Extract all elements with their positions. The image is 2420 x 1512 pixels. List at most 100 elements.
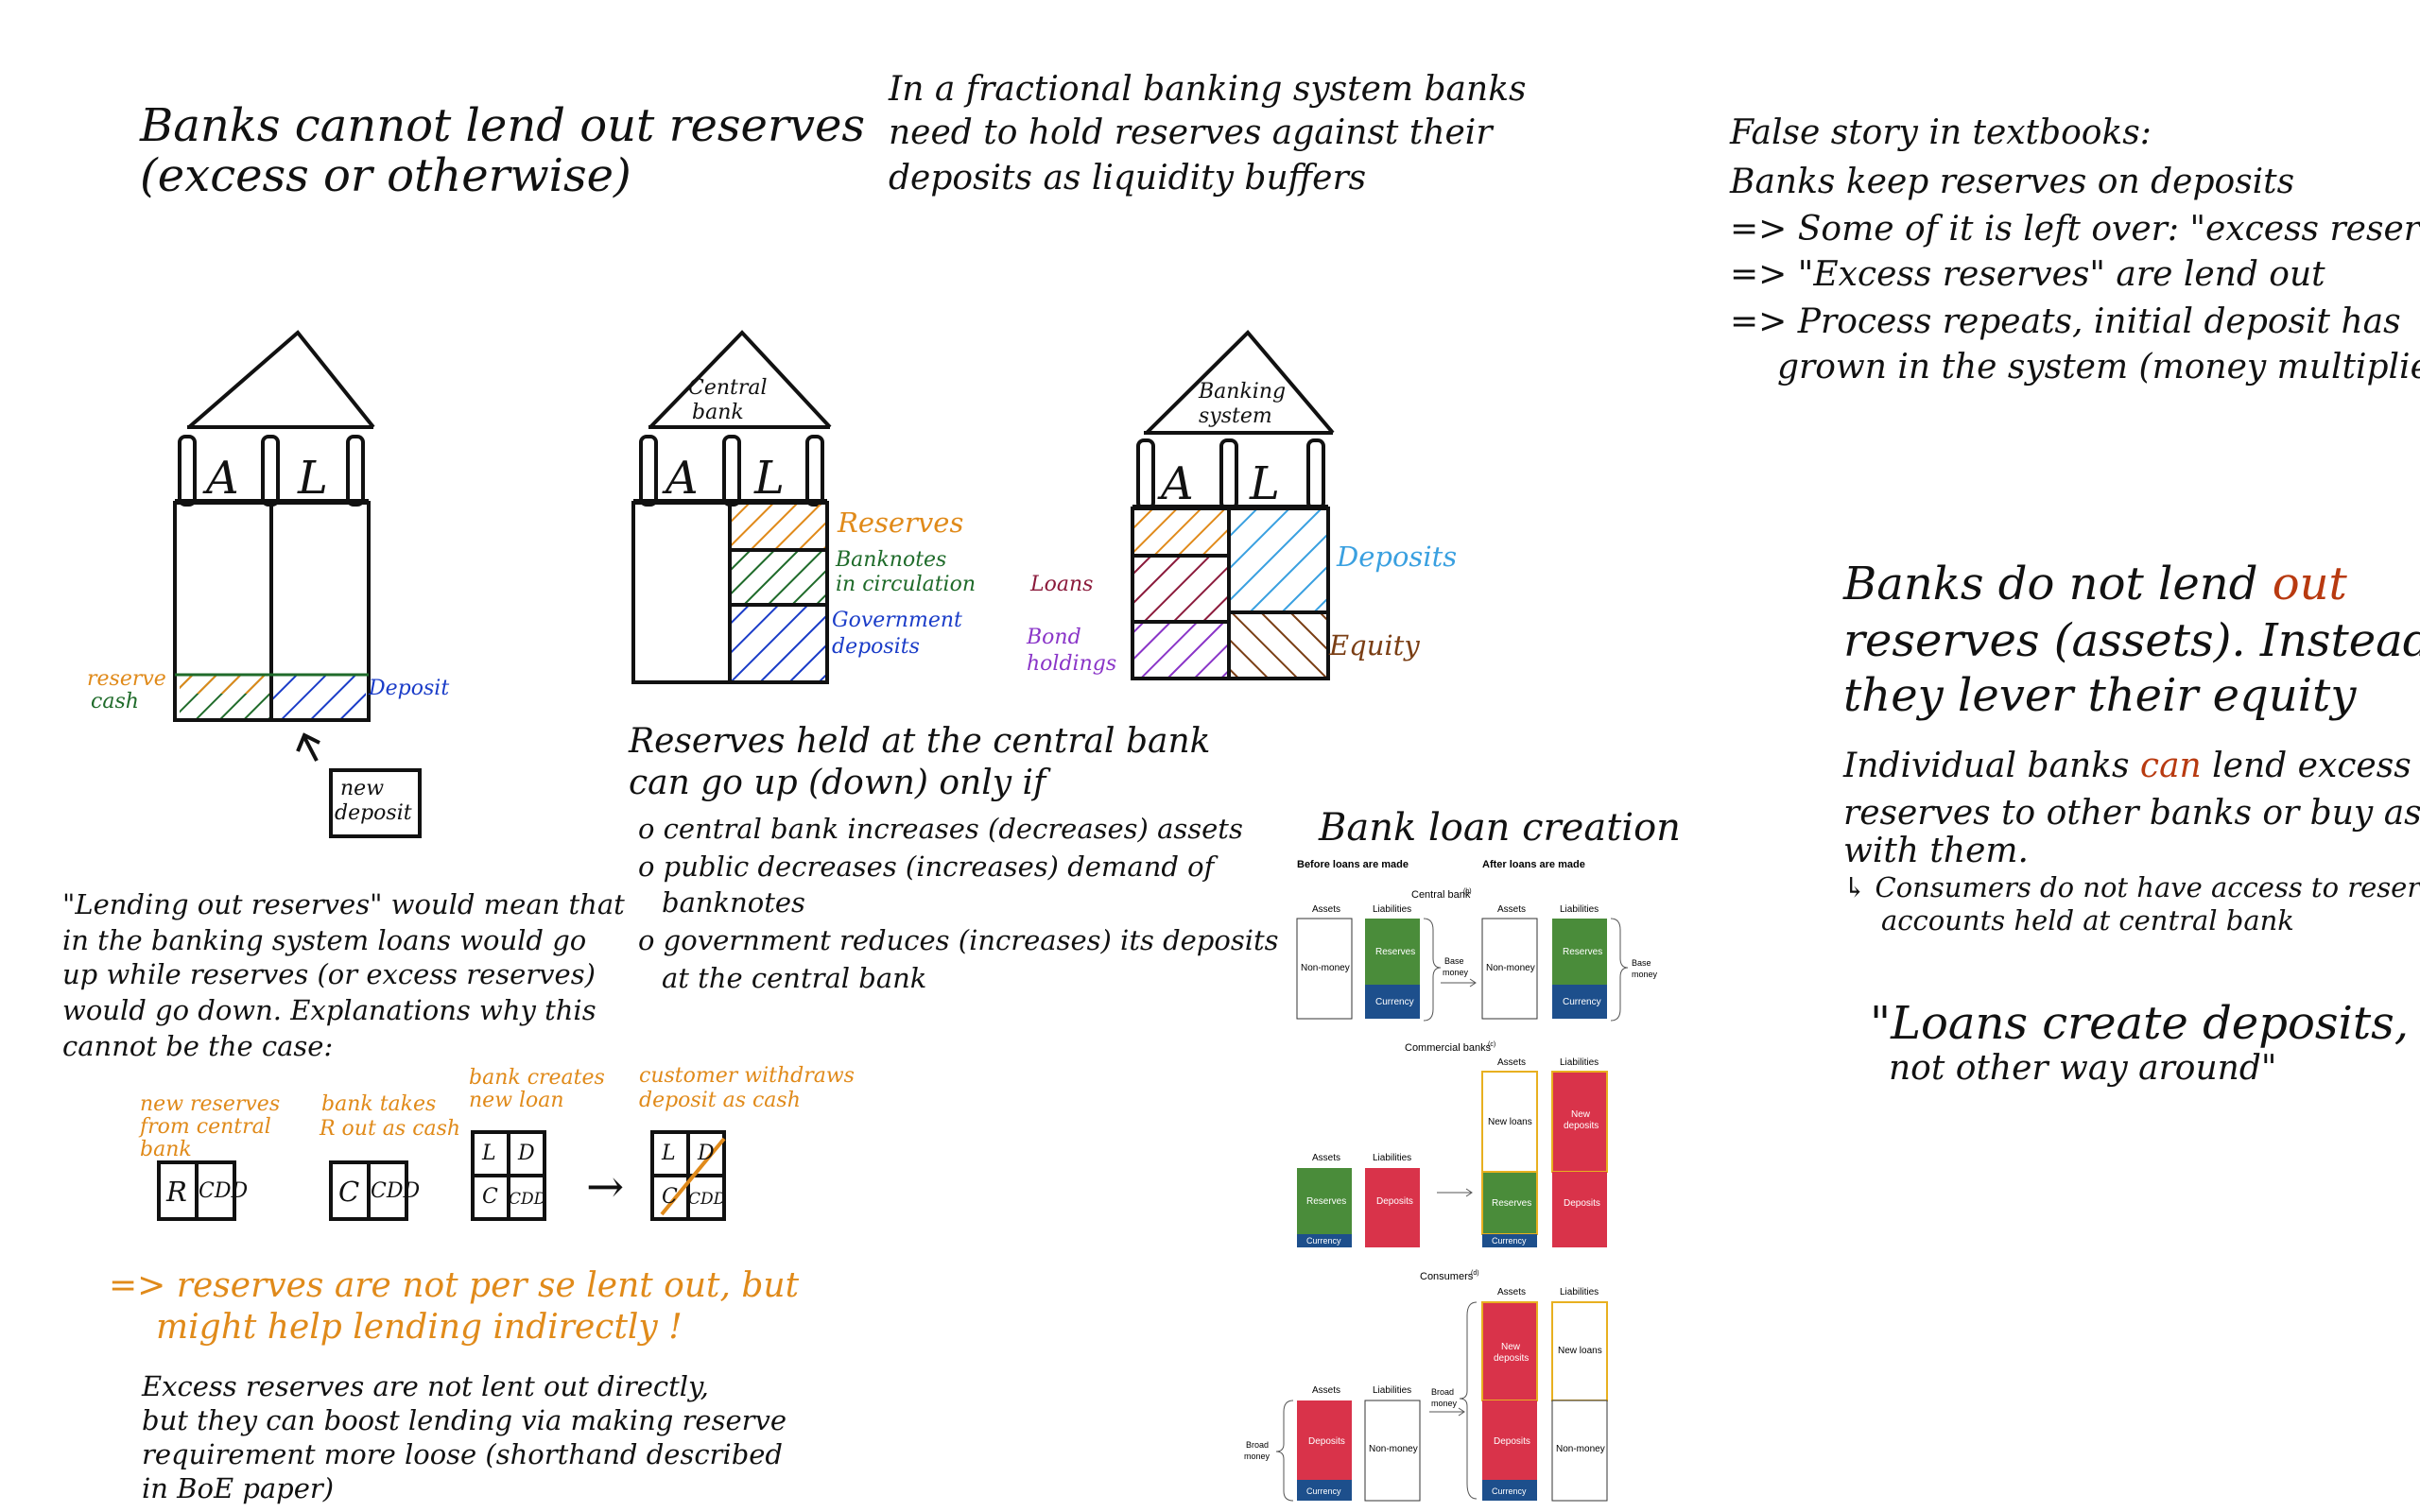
fig-broad-brace-1 xyxy=(1275,1400,1294,1502)
house-1-roof xyxy=(187,330,375,429)
house-3-equity: Equity xyxy=(1329,629,1420,662)
excess-line-4: in BoE paper) xyxy=(142,1472,335,1504)
fig-con-currency-after-text: Currency xyxy=(1492,1486,1527,1496)
fig-cb-nonmoney-after-text: Non-money xyxy=(1486,963,1535,973)
false-story-line-1: Banks keep reserves on deposits xyxy=(1730,163,2295,201)
house-2-col-a: A xyxy=(666,452,699,505)
individual-text-c: lend excess xyxy=(2201,747,2411,785)
house-3-deposits: Deposits xyxy=(1337,541,1458,573)
new-deposit-box xyxy=(329,768,422,838)
fractional-line-3: deposits as liquidity buffers xyxy=(889,159,1367,198)
banks-do-not-line-2: reserves (assets). Instead xyxy=(1843,614,2420,667)
figure-title: Bank loan creation xyxy=(1319,806,1681,850)
step-3-cdd-label: CDD xyxy=(509,1190,547,1209)
house-2-roof-line-2: bank xyxy=(692,401,744,424)
banks-do-not-out: out xyxy=(2272,558,2347,610)
fig-cb-reserves-after xyxy=(1552,919,1607,985)
excess-line-3: requirement more loose (shorthand descri… xyxy=(142,1438,783,1470)
lending-out-line-2: in the banking system loans would go xyxy=(62,924,587,956)
reserves-held-bullet-2b: banknotes xyxy=(662,886,805,919)
fig-con-deposits-before xyxy=(1297,1400,1352,1480)
house-2-reserves: Reserves xyxy=(838,507,964,539)
fig-cb-nonmoney-before xyxy=(1296,918,1353,1020)
individual-line-4: ↳ Consumers do not have access to reserv… xyxy=(1843,871,2420,903)
step-2-c-label: C xyxy=(338,1176,360,1208)
fractional-line-1: In a fractional banking system banks xyxy=(889,70,1527,109)
fig-base-brace-2 xyxy=(1610,918,1629,1022)
step-3-line-2: new loan xyxy=(469,1089,564,1112)
step-boxes xyxy=(157,1130,726,1221)
step-3-c-label: C xyxy=(482,1185,498,1209)
individual-line-2: reserves to other banks or buy assets xyxy=(1843,794,2420,833)
title-line-2: (excess or otherwise) xyxy=(140,149,631,202)
fig-broad-money-2b: money xyxy=(1431,1399,1458,1408)
lending-out-line-4: would go down. Explanations why this xyxy=(62,994,596,1026)
house-3-roof-line-2: system xyxy=(1199,404,1272,428)
step-3-l-label: L xyxy=(482,1142,496,1165)
banks-do-not-line-1: Banks do not lend out xyxy=(1843,558,2347,610)
step-4-line-1: customer withdraws xyxy=(639,1064,855,1088)
step-2-box-cdd xyxy=(367,1160,408,1221)
fig-cb-nonmoney-after xyxy=(1481,918,1538,1020)
fig-broad-brace-2 xyxy=(1459,1301,1478,1500)
fig-after-label: After loans are made xyxy=(1482,859,1585,870)
house-2-gov-2: deposits xyxy=(832,635,920,659)
house-2-roof-line-1: Central xyxy=(688,376,768,400)
fig-base-money-2a: Base xyxy=(1632,958,1651,968)
house-3-bond-2: holdings xyxy=(1027,652,1117,676)
fig-com-currency-before xyxy=(1297,1234,1352,1247)
fig-con-currency-after xyxy=(1482,1480,1537,1501)
fig-central-bank-label: Central bank xyxy=(1411,889,1471,901)
house-3 xyxy=(1131,330,1335,680)
fig-con-deposits-after-text: Deposits xyxy=(1494,1436,1530,1447)
fig-base-money-1a: Base xyxy=(1444,956,1464,966)
false-story-line-3: => "Excess reserves" are lend out xyxy=(1730,255,2325,294)
step-1-cdd-label: CDD xyxy=(199,1179,249,1203)
fig-cb-assets-before: Assets xyxy=(1312,904,1340,915)
house-1-col-l: L xyxy=(298,452,328,505)
fig-con-nonmoney-before-text: Non-money xyxy=(1369,1444,1418,1454)
fig-con-nonmoney-before xyxy=(1364,1400,1421,1502)
fig-com-deposits-before xyxy=(1365,1168,1420,1247)
step-3-d-label: D xyxy=(518,1142,535,1165)
fig-con-assets-after: Assets xyxy=(1497,1287,1526,1297)
fig-com-reserves-before xyxy=(1297,1168,1352,1234)
step-3-line-1: bank creates xyxy=(469,1066,605,1090)
conclusion-line-1: => reserves are not per se lent out, but xyxy=(109,1266,800,1305)
step-2-line-2: R out as cash xyxy=(320,1117,461,1141)
fig-cb-reserves-after-text: Reserves xyxy=(1563,947,1602,957)
step-1-line-2: from central xyxy=(140,1115,271,1139)
fig-com-deposits-before-text: Deposits xyxy=(1376,1196,1413,1207)
house-2 xyxy=(631,330,832,684)
fig-cb-reserves-before xyxy=(1365,919,1420,985)
house-2-banknotes-2: in circulation xyxy=(836,573,977,596)
fig-commercial-sup: (c) xyxy=(1488,1041,1495,1048)
fractional-line-2: need to hold reserves against their xyxy=(889,113,1493,152)
individual-line-1: Individual banks can lend excess xyxy=(1843,745,2411,788)
step-2-line-1: bank takes xyxy=(321,1092,437,1116)
fig-base-money-2b: money xyxy=(1632,970,1658,979)
fig-con-nonmoney-after xyxy=(1551,1400,1608,1502)
fig-com-currency-after xyxy=(1482,1234,1537,1247)
fig-com-deposits-after xyxy=(1552,1172,1607,1247)
fig-con-nonmoney-after-text: Non-money xyxy=(1556,1444,1605,1454)
fig-com-reserves-after-text: Reserves xyxy=(1492,1198,1531,1209)
house-3-roof xyxy=(1145,330,1335,435)
house-3-col-l: L xyxy=(1250,457,1280,510)
step-4-box-cdd xyxy=(686,1174,726,1221)
house-1-reserve: reserve xyxy=(87,667,166,691)
fig-com-assets-before: Assets xyxy=(1312,1153,1340,1163)
step-4-line-2: deposit as cash xyxy=(639,1089,801,1112)
house-1 xyxy=(173,330,422,838)
fig-com-liab-after-top: Liabilities xyxy=(1560,1057,1599,1068)
fig-cb-assets-after: Assets xyxy=(1497,904,1526,915)
new-deposit-line-2: deposit xyxy=(335,801,412,825)
false-story-line-2: => Some of it is left over: "excess rese… xyxy=(1730,210,2420,249)
fig-cb-nonmoney-text: Non-money xyxy=(1301,963,1350,973)
fig-commercial-label: Commercial banks xyxy=(1405,1042,1492,1054)
fig-con-newloans-text: New loans xyxy=(1558,1346,1602,1356)
individual-can: can xyxy=(2139,747,2202,785)
fig-con-assets-before: Assets xyxy=(1312,1385,1340,1396)
quote-line-1: "Loans create deposits, xyxy=(1870,997,2409,1050)
